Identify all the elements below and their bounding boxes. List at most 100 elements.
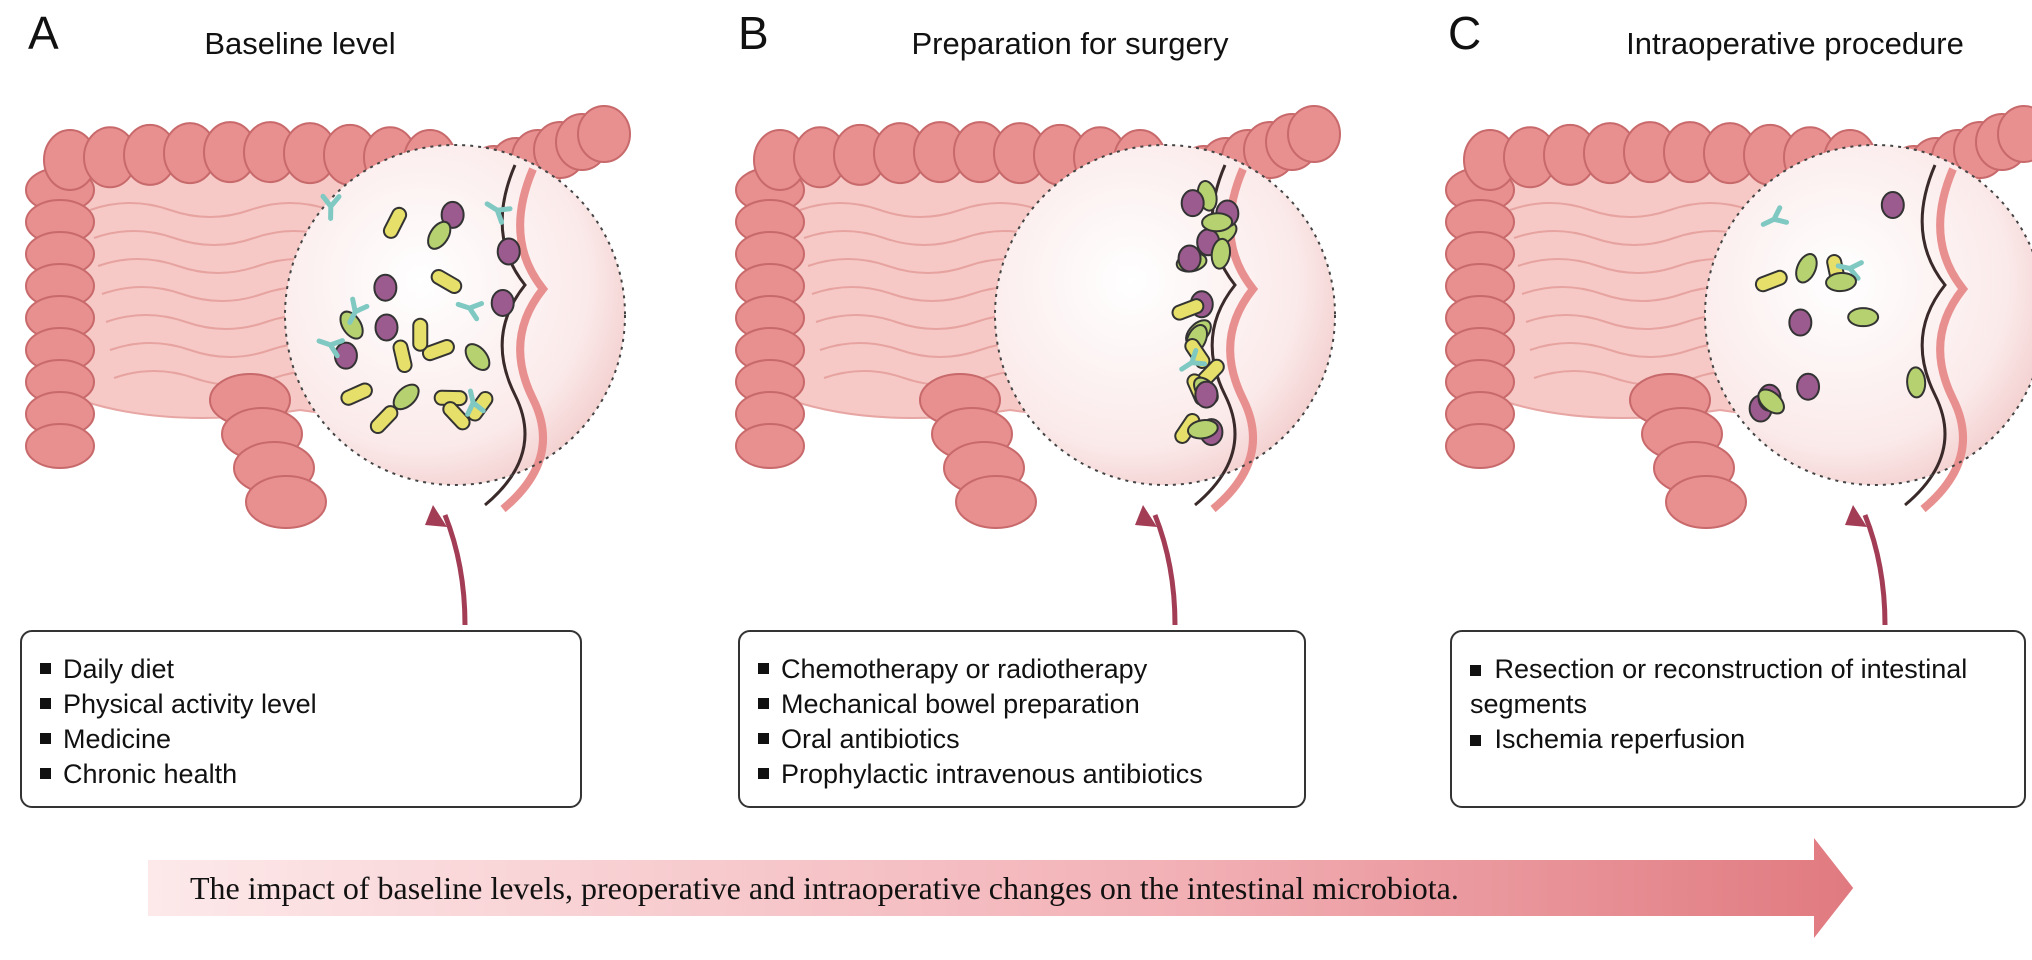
- magnifier-border: [994, 144, 1336, 486]
- rod-bacterium: [430, 268, 463, 294]
- vibrio-bacterium: [1906, 366, 1927, 399]
- coccus-bacterium: [373, 273, 398, 302]
- bullet-icon: [1470, 665, 1481, 677]
- antibody-shape: [484, 201, 513, 225]
- bullet-icon: [40, 768, 51, 779]
- vibrio-bacterium: [392, 383, 420, 411]
- antibody-shape: [316, 338, 345, 359]
- haustra: [735, 423, 805, 469]
- pointer-arrow: [1152, 514, 1178, 626]
- coccus-bacterium: [374, 313, 399, 342]
- factor-item: Ischemia reperfusion: [1470, 722, 2008, 757]
- vibrio-bacterium: [1210, 237, 1232, 270]
- panel-title: Intraoperative procedure: [1626, 26, 1964, 61]
- bullet-icon: [40, 733, 51, 744]
- coccus-bacterium: [490, 288, 515, 317]
- panel-title: Preparation for surgery: [911, 26, 1229, 61]
- factor-item: Daily diet: [40, 652, 564, 687]
- antibody-shape: [1835, 260, 1864, 281]
- rod-bacterium: [382, 206, 408, 239]
- vibrio-bacterium: [464, 343, 491, 371]
- vibrio-bacterium: [427, 220, 452, 250]
- antibody-shape: [347, 296, 370, 325]
- mucosa-wall: [1920, 167, 1969, 513]
- factor-item: Oral antibiotics: [758, 722, 1288, 757]
- coccus-bacterium: [1788, 308, 1813, 337]
- antibody-shape: [1760, 205, 1790, 227]
- magnifier-border: [284, 144, 626, 486]
- vibrio-bacterium: [1795, 253, 1818, 284]
- vibrio-bacterium: [1201, 212, 1234, 233]
- panel-intraoperative: C Intraoperative procedure Resection or …: [1420, 0, 2032, 820]
- panel-letter: A: [28, 7, 59, 59]
- factor-item: Resection or reconstruction of intestina…: [1470, 654, 1968, 719]
- factor-item: Chronic health: [40, 757, 564, 792]
- pointer-arrow: [1862, 514, 1888, 626]
- magnified-view: [994, 144, 1336, 513]
- vibrio-bacterium: [339, 310, 364, 340]
- panel-preparation: B Preparation for surgery Chemotherapy o…: [710, 0, 1370, 820]
- factor-item: Chemotherapy or radiotherapy: [758, 652, 1288, 687]
- rod-bacterium: [442, 401, 471, 431]
- vibrio-bacterium: [1825, 271, 1857, 293]
- panel-letter: C: [1448, 7, 1482, 59]
- factor-box: Chemotherapy or radiotherapy Mechanical …: [738, 630, 1306, 808]
- rod-bacterium: [421, 339, 455, 362]
- mucosa-wall: [500, 167, 549, 513]
- magnified-view: [284, 144, 626, 513]
- rod-bacterium: [412, 317, 429, 352]
- magnifier-fill: [995, 145, 1335, 485]
- panel-letter: B: [738, 7, 769, 59]
- vibrio-bacterium: [1186, 419, 1219, 440]
- magnifier-fill: [285, 145, 625, 485]
- rod-bacterium: [392, 339, 413, 374]
- panel-title: Baseline level: [204, 26, 396, 61]
- magnified-view: [1704, 144, 2032, 513]
- coccus-bacterium: [1177, 244, 1202, 273]
- bullet-icon: [1470, 735, 1481, 747]
- bullet-icon: [758, 733, 769, 744]
- antibody-shape: [465, 388, 486, 417]
- coccus-bacterium: [496, 237, 521, 266]
- colon-illustration: [25, 105, 631, 626]
- panel-baseline: A Baseline level Daily diet Physical act…: [0, 0, 660, 820]
- factor-box: Resection or reconstruction of intestina…: [1450, 630, 2026, 808]
- colon-illustration: [735, 105, 1341, 626]
- pointer-arrow: [442, 514, 468, 626]
- haustra: [955, 475, 1037, 529]
- mucosa-line: [1904, 164, 1947, 507]
- colon-illustration: [1445, 105, 2032, 626]
- bullet-icon: [758, 663, 769, 674]
- antibody-shape: [320, 193, 342, 221]
- haustra: [1287, 105, 1341, 163]
- pointer-arrowhead: [425, 505, 447, 527]
- vibrio-bacterium: [1757, 388, 1785, 415]
- magnifier-border: [1704, 144, 2032, 486]
- coccus-bacterium: [1796, 372, 1821, 401]
- coccus-bacterium: [440, 200, 465, 229]
- mucosa-line: [484, 164, 527, 507]
- pointer-arrowhead: [1845, 505, 1867, 527]
- haustra: [1445, 423, 1515, 469]
- coccus-bacterium: [1180, 189, 1205, 218]
- factor-item: Physical activity level: [40, 687, 564, 722]
- haustra: [1665, 475, 1747, 529]
- coccus-bacterium: [1194, 380, 1219, 409]
- vibrio-bacterium: [1847, 307, 1880, 328]
- rod-bacterium: [1754, 269, 1788, 293]
- bullet-icon: [758, 698, 769, 709]
- antibody-shape: [455, 301, 485, 322]
- arrow-caption: The impact of baseline levels, preoperat…: [190, 870, 1459, 906]
- coccus-bacterium: [1880, 191, 1905, 220]
- rod-bacterium: [340, 382, 373, 406]
- antibody-shape: [1179, 347, 1208, 372]
- haustra: [245, 475, 327, 529]
- bullet-icon: [40, 698, 51, 709]
- haustra: [577, 105, 631, 163]
- bullet-icon: [40, 663, 51, 674]
- factor-item: Medicine: [40, 722, 564, 757]
- haustra: [25, 423, 95, 469]
- factor-item: Prophylactic intravenous antibiotics: [758, 757, 1288, 792]
- factor-item: Mechanical bowel preparation: [758, 687, 1288, 722]
- haustra: [1997, 105, 2032, 163]
